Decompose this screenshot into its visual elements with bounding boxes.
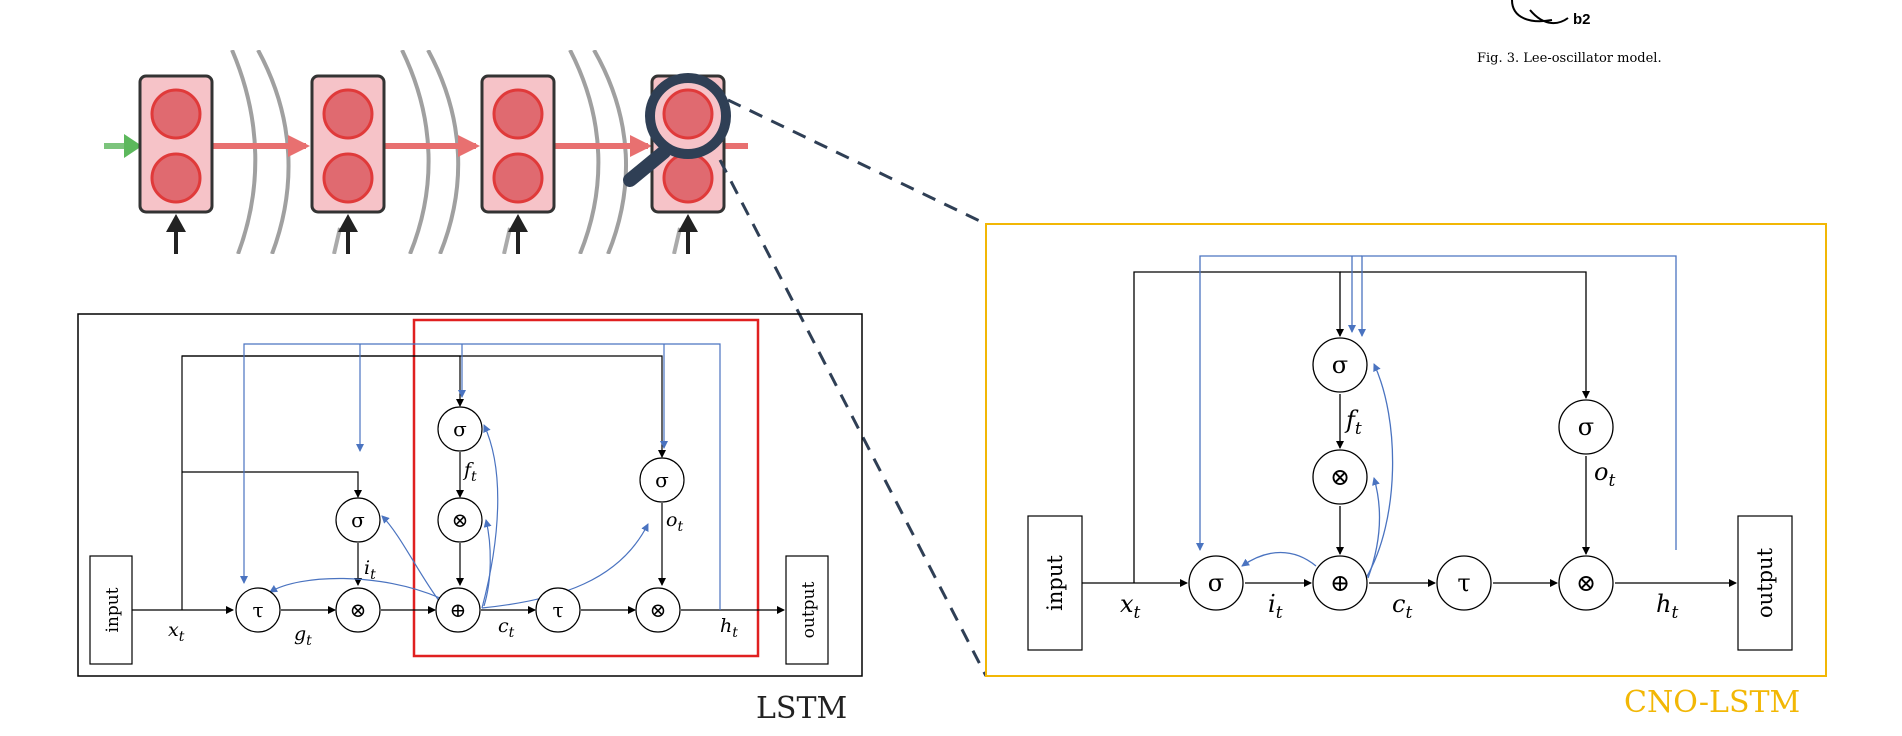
cno-sigma-f-label: σ (1332, 351, 1348, 379)
lstm-add-label: ⊕ (450, 598, 467, 622)
lstm-output-box (785, 555, 829, 665)
cno-var-c: ct (1392, 590, 1412, 623)
cno-tau-c (1436, 555, 1492, 611)
cno-output-label: output (1753, 547, 1777, 618)
zoom-connector-lines (718, 98, 988, 677)
lstm-mul-g (335, 587, 381, 633)
cno-sigma-o-label: σ (1578, 413, 1594, 441)
lstm-input-label: input (103, 587, 123, 632)
lstm-mul-g-label: ⊗ (350, 598, 367, 622)
lstm-tau-c-label: τ (552, 598, 563, 622)
cno-var-i: it (1268, 590, 1283, 623)
cno-output-box (1737, 515, 1793, 651)
cno-lstm-title: CNO-LSTM (1624, 685, 1800, 720)
cno-lstm-diagram: input output (985, 223, 1827, 720)
cno-tau-c-label: τ (1457, 569, 1470, 597)
lstm-tau-g (235, 587, 281, 633)
cno-sigma-i-label: σ (1208, 569, 1224, 597)
cno-input-label: input (1043, 555, 1067, 611)
cno-mul-f (1312, 449, 1368, 505)
lstm-sigma-f-label: σ (453, 417, 467, 441)
lstm-cell-highlight (412, 318, 760, 658)
cno-mul-o (1558, 555, 1614, 611)
rnn-input-arrows (166, 214, 698, 254)
lstm-mul-f (437, 497, 483, 543)
lstm-output-label: output (799, 581, 819, 638)
lstm-tau-g-label: τ (252, 598, 263, 622)
cno-sigma-o (1558, 399, 1614, 455)
lstm-sigma-o (639, 457, 685, 503)
lstm-var-g: gt (294, 623, 312, 649)
lstm-mul-f-label: ⊗ (452, 508, 469, 532)
rnn-cell-2 (310, 74, 386, 214)
cno-lstm-frame (985, 223, 1827, 677)
lstm-sigma-o-label: σ (655, 468, 669, 492)
cno-add-label: ⊕ (1330, 569, 1350, 597)
lstm-var-h: ht (720, 615, 738, 641)
cno-mul-f-label: ⊗ (1330, 463, 1350, 491)
lstm-sigma-f (437, 406, 483, 452)
lstm-var-c: ct (498, 615, 515, 641)
figure-caption: Fig. 3. Lee-oscillator model. (1477, 51, 1662, 66)
lstm-sigma-i (335, 497, 381, 543)
lstm-mul-o (635, 587, 681, 633)
lstm-input-box (89, 555, 133, 665)
green-input-arrow (124, 134, 142, 158)
cno-var-h: ht (1656, 590, 1678, 623)
lstm-var-f: ft (462, 459, 477, 485)
rnn-cell-3 (480, 74, 556, 214)
cno-var-f: ft (1344, 406, 1362, 439)
cno-var-o: ot (1594, 458, 1615, 491)
lstm-diagram: input output (77, 313, 863, 726)
lstm-var-o: ot (666, 509, 683, 535)
lstm-title: LSTM (756, 691, 847, 726)
lstm-var-i: it (364, 557, 376, 583)
rnn-cell-1 (138, 74, 214, 214)
lstm-sigma-i-label: σ (351, 508, 365, 532)
lstm-frame (77, 313, 863, 677)
lstm-var-x: xt (168, 619, 185, 645)
cno-add (1312, 555, 1368, 611)
cno-sigma-i (1188, 555, 1244, 611)
lstm-mul-o-label: ⊗ (650, 598, 667, 622)
cno-mul-o-label: ⊗ (1576, 569, 1596, 597)
lstm-tau-c (535, 587, 581, 633)
magnifier-icon (623, 73, 731, 187)
cno-sigma-f (1312, 337, 1368, 393)
lee-oscillator-fragment: b2 (1511, 0, 1591, 28)
rnn-unrolled-strip (104, 50, 748, 254)
cno-var-x: xt (1120, 590, 1141, 623)
cno-input-box (1027, 515, 1083, 651)
lstm-add (435, 587, 481, 633)
fragment-label: b2 (1573, 11, 1591, 28)
